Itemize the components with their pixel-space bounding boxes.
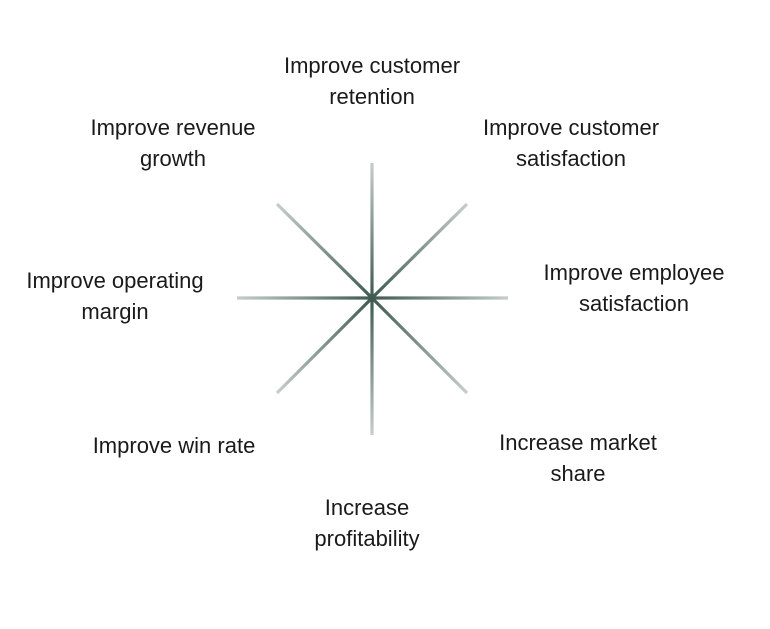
goal-label-line: Improve customer — [283, 53, 461, 78]
goal-label-line: share — [550, 461, 606, 486]
goal-label-market-share: Increase market share — [478, 427, 678, 489]
goal-label-customer-satisfaction: Improve customer satisfaction — [460, 112, 682, 174]
goal-label-line: satisfaction — [578, 291, 690, 316]
goal-label-line: Improve win rate — [92, 433, 256, 458]
goal-label-line: profitability — [314, 526, 420, 551]
goal-label-retention: Improve customer retention — [262, 50, 482, 112]
goal-label-line: Improve customer — [482, 115, 660, 140]
goal-label-line: margin — [81, 299, 149, 324]
goal-label-operating-margin: Improve operating margin — [2, 265, 228, 327]
spoke-customer-satisfaction — [370, 202, 469, 300]
starburst-hub — [369, 295, 375, 301]
goal-label-line: satisfaction — [515, 146, 627, 171]
goal-label-line: Improve operating — [26, 268, 204, 293]
goal-label-line: growth — [139, 146, 207, 171]
goal-label-profitability: Increase profitability — [290, 492, 444, 554]
goal-label-line: retention — [329, 84, 415, 109]
goal-label-employee-satisfaction: Improve employee satisfaction — [520, 257, 748, 319]
goal-label-line: Improve employee — [543, 260, 725, 285]
goal-label-line: Improve revenue — [90, 115, 256, 140]
spoke-revenue-growth — [275, 202, 374, 300]
goal-label-win-rate: Improve win rate — [72, 430, 276, 461]
goal-label-line: Increase — [324, 495, 410, 520]
spoke-win-rate — [275, 296, 374, 395]
goal-label-revenue-growth: Improve revenue growth — [68, 112, 278, 174]
spoke-market-share — [370, 296, 469, 395]
goal-label-line: Increase market — [499, 430, 657, 455]
